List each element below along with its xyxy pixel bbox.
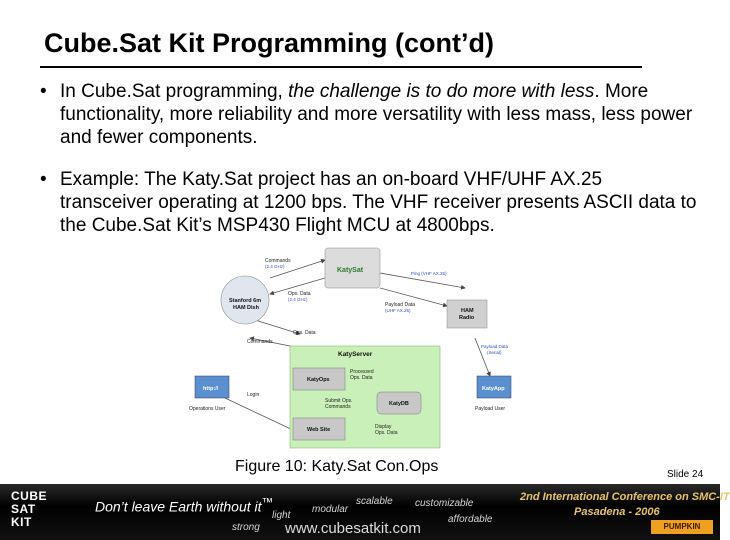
- ping-label: Ping (VHF AX.25): [411, 271, 447, 276]
- bullet-1: • In Cube.Sat programming, the challenge…: [40, 80, 700, 149]
- serial-link: [474, 337, 491, 377]
- payload-user-computer-icon: [476, 375, 512, 399]
- ham-radio-icon: [446, 299, 488, 329]
- katysat-conops-diagram: KatySat Commands (2.4 GHz) Ping (VHF AX.…: [189, 247, 512, 449]
- submit-label-2: Commands: [325, 404, 351, 410]
- processed-label-1: Processed: [350, 369, 374, 375]
- katydb-node: [376, 391, 422, 415]
- word-affordable: affordable: [448, 514, 493, 525]
- logo-line-3: KIT: [11, 515, 32, 529]
- logo-line-2: SAT: [11, 502, 36, 516]
- word-customizable: customizable: [415, 498, 474, 509]
- bullet-2: • Example: The Katy.Sat project has an o…: [40, 168, 700, 237]
- bullet-1-emphasis: the challenge is to do more with less: [288, 81, 595, 102]
- operations-user-label: Operations User: [189, 406, 226, 412]
- trademark-symbol: ™: [261, 496, 274, 509]
- bullet-dot: •: [40, 169, 47, 190]
- bullet-1-part-2: . More functionality, more reliability a…: [60, 81, 693, 148]
- login-link: [224, 397, 296, 432]
- slide-title: Cube.Sat Kit Programming (cont’d): [44, 28, 495, 58]
- ham-radio-label-1: HAM: [461, 308, 474, 314]
- website-label: Web Site: [307, 427, 330, 433]
- display-label-1: Display: [375, 424, 392, 430]
- slide-number: Slide 24: [667, 469, 704, 480]
- bullet-1-text: In Cube.Sat programming, the challenge i…: [60, 80, 700, 149]
- pumpkin-logo: PUMPKIN: [651, 520, 713, 534]
- ops-data-sub: (2.4 GHz): [288, 297, 308, 302]
- login-label: Login: [247, 392, 259, 398]
- payload-serial-sub: (Serial): [487, 350, 502, 355]
- bullet-2-text: Example: The Katy.Sat project has an on-…: [60, 169, 697, 236]
- ham-radio-label-2: Radio: [459, 315, 475, 321]
- word-scalable: scalable: [356, 496, 393, 507]
- tagline-text: Don’t leave Earth without it: [95, 498, 262, 515]
- word-light: light: [272, 510, 291, 521]
- word-strong: strong: [232, 522, 260, 533]
- katyops-label: KatyOps: [307, 377, 330, 383]
- conference-line-1: 2nd International Conference on SMC-IT: [520, 491, 730, 503]
- ops-data-down-link: [254, 319, 301, 336]
- conference-line-2: Pasadena - 2006: [574, 506, 660, 518]
- cubesat-kit-logo: CUBE SAT KIT: [3, 488, 79, 536]
- katysat-satellite: [324, 247, 381, 289]
- commands-top-label: Commands: [265, 258, 291, 264]
- dish-label-1: Stanford 6m: [229, 298, 261, 304]
- ops-data-label: Ops. Data: [288, 291, 311, 297]
- website-node: [292, 417, 346, 441]
- commands-link: [269, 258, 326, 279]
- footer-url: www.cubesatkit.com: [285, 520, 421, 537]
- dish-label-2: HAM Dish: [233, 305, 260, 311]
- satellite-label: KatySat: [337, 267, 364, 274]
- tagline: Don’t leave Earth without it™: [95, 496, 273, 515]
- katyops-node: [292, 367, 346, 391]
- http-label: http://: [203, 386, 219, 392]
- katyapp-label: KatyApp: [482, 386, 505, 392]
- commands-top-sub: (2.4 GHz): [265, 264, 285, 269]
- bullet-1-part-1: In Cube.Sat programming,: [60, 81, 289, 102]
- dish-icon: [220, 275, 270, 325]
- commands-label-2: Commands: [247, 339, 273, 345]
- submit-label-1: Submit Ops.: [325, 398, 353, 404]
- figure-caption: Figure 10: Katy.Sat Con.Ops: [235, 458, 439, 475]
- display-label-2: Ops. Data: [375, 430, 398, 436]
- payload-data-sub: (UHF AX.25): [385, 308, 411, 313]
- payload-serial-label: Payload Data: [481, 344, 509, 349]
- payload-user-label: Payload User: [475, 406, 505, 412]
- title-underline: [40, 66, 642, 68]
- bullet-dot: •: [40, 81, 47, 102]
- logo-line-1: CUBE: [11, 489, 48, 503]
- word-modular: modular: [312, 504, 349, 515]
- server-label: KatyServer: [338, 351, 373, 358]
- operations-user-computer-icon: [194, 375, 230, 399]
- payload-link: [379, 287, 448, 308]
- footer-banner: CUBE SAT KIT Don’t leave Earth without i…: [0, 484, 730, 540]
- ops-data-label-2: Ops. Data: [293, 330, 316, 336]
- ping-link: [379, 272, 466, 290]
- ops-data-link: [269, 277, 326, 296]
- payload-data-label: Payload Data: [385, 302, 415, 308]
- katydb-label: KatyDB: [389, 401, 409, 407]
- processed-label-2: Ops. Data: [350, 375, 373, 381]
